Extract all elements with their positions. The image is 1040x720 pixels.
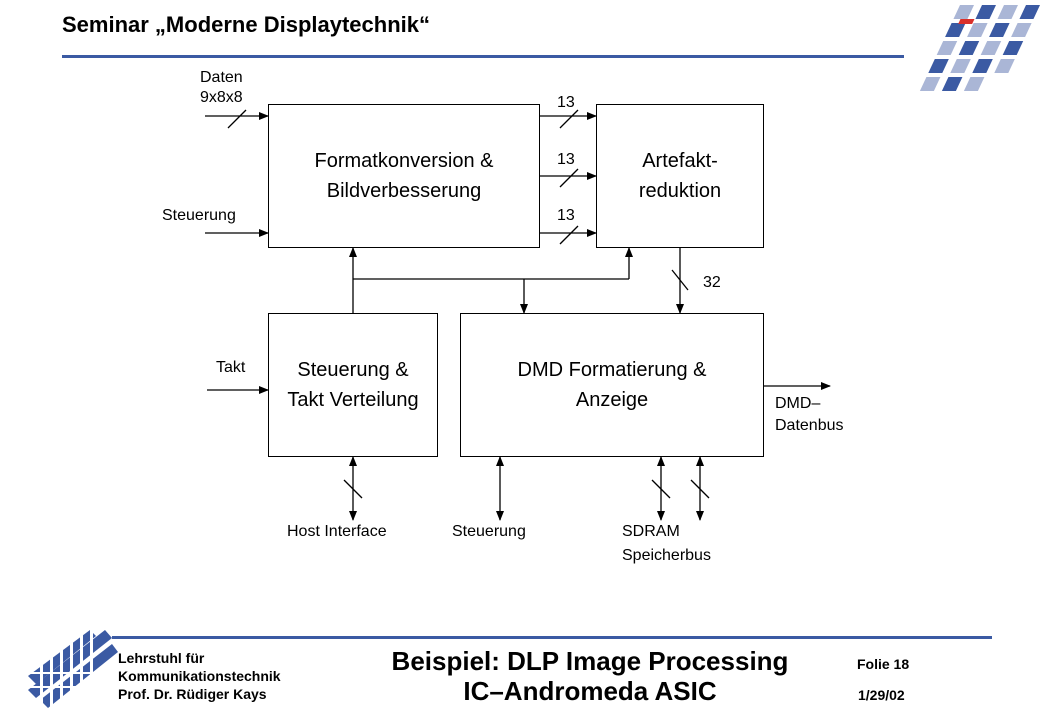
block-artefakt-line1: Artefakt-	[642, 150, 718, 172]
label-bus-width-1: 13	[557, 94, 575, 111]
block-dmd-formatierung: DMD Formatierung & Anzeige	[460, 313, 764, 457]
label-bus-width-3: 13	[557, 207, 575, 224]
block-artefakt-line2: reduktion	[638, 180, 722, 202]
footer-divider	[112, 636, 992, 639]
bus-32-slash	[671, 269, 689, 291]
block-dmd-line1: DMD Formatierung &	[517, 359, 707, 381]
label-dmd-line1: DMD–	[775, 395, 821, 412]
label-sdram-line1: SDRAM	[622, 523, 680, 540]
footer-institute-line2: Kommunikationstechnik	[118, 668, 281, 684]
block-steuerung-line2: Takt Verteilung	[287, 389, 419, 411]
label-host-interface: Host Interface	[287, 523, 387, 540]
label-daten-line1: Daten	[200, 69, 243, 86]
label-steuerung-bottom: Steuerung	[452, 523, 526, 540]
label-bus-width-32: 32	[703, 274, 721, 291]
block-steuerung-takt: Steuerung & Takt Verteilung	[268, 313, 438, 457]
label-sdram-line2: Speicherbus	[622, 547, 711, 564]
bus-3-slash	[559, 225, 579, 245]
label-bus-width-2: 13	[557, 151, 575, 168]
host-slash	[343, 479, 363, 499]
block-formatkonversion: Formatkonversion & Bildverbesserung	[268, 104, 540, 248]
daten-bus-slash	[227, 109, 247, 129]
label-sdram: SDRAM Speicherbus	[622, 522, 711, 566]
label-dmd-datenbus: DMD– Datenbus	[775, 394, 844, 436]
label-daten: Daten 9x8x8	[200, 68, 243, 108]
footer-institute-line1: Lehrstuhl für	[118, 650, 205, 666]
sdram-2-slash	[690, 479, 710, 499]
label-takt: Takt	[216, 359, 246, 376]
footer-slide-number: Folie 18	[857, 656, 910, 672]
footer-date: 1/29/02	[858, 687, 905, 703]
page-title: Seminar „Moderne Displaytechnik“	[62, 12, 430, 37]
label-dmd-line2: Datenbus	[775, 417, 844, 434]
footer-title-line2: IC–Andromeda ASIC	[463, 676, 717, 706]
footer-title-line1: Beispiel: DLP Image Processing	[391, 646, 789, 676]
block-steuerung-line1: Steuerung &	[297, 359, 409, 381]
label-steuerung-in: Steuerung	[162, 207, 236, 224]
bus-1-slash	[559, 109, 579, 129]
bus-2-slash	[559, 168, 579, 188]
sdram-1-slash	[651, 479, 671, 499]
block-formatkonversion-line1: Formatkonversion &	[314, 150, 494, 172]
block-dmd-line2: Anzeige	[575, 389, 649, 411]
footer-institute-line3: Prof. Dr. Rüdiger Kays	[118, 686, 267, 702]
label-daten-line2: 9x8x8	[200, 89, 243, 106]
header-divider	[62, 55, 904, 58]
footer-institute: Lehrstuhl für Kommunikationstechnik Prof…	[118, 649, 281, 703]
block-artefaktreduktion: Artefakt-reduktion	[596, 104, 764, 248]
footer-title: Beispiel: DLP Image Processing IC–Androm…	[360, 646, 820, 706]
block-formatkonversion-line2: Bildverbesserung	[326, 180, 482, 202]
